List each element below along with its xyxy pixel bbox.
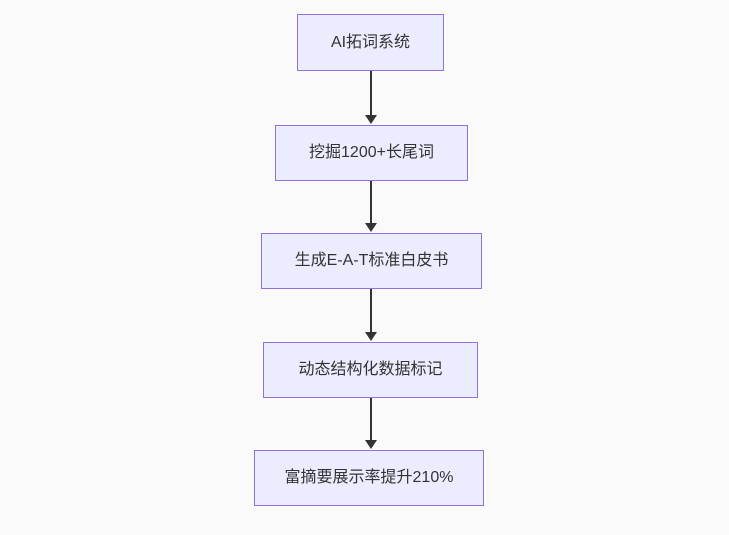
edge-line (370, 289, 372, 332)
flowchart-edge-2 (365, 181, 377, 232)
flowchart-edge-4 (365, 398, 377, 449)
flowchart-edge-3 (365, 289, 377, 341)
node-label: AI拓词系统 (330, 33, 411, 51)
edge-line (370, 398, 372, 440)
edge-line (370, 71, 372, 115)
flowchart-node-step-4: 动态结构化数据标记 (263, 342, 478, 398)
node-label: 动态结构化数据标记 (298, 361, 443, 378)
flowchart-edge-1 (365, 71, 377, 124)
edge-line (370, 181, 372, 223)
flowchart-node-step-2: 挖掘1200+长尾词 (275, 125, 468, 181)
arrowhead-down-icon (365, 440, 377, 449)
flowchart-node-step-3: 生成E-A-T标准白皮书 (261, 233, 482, 289)
arrowhead-down-icon (365, 223, 377, 232)
arrowhead-down-icon (365, 332, 377, 341)
node-label: 挖掘1200+长尾词 (309, 144, 434, 161)
node-label: 生成E-A-T标准白皮书 (294, 252, 449, 269)
arrowhead-down-icon (365, 115, 377, 124)
node-label: 富摘要展示率提升210% (284, 469, 454, 486)
flowchart-node-step-1: AI拓词系统 (297, 14, 444, 71)
flowchart-node-step-5: 富摘要展示率提升210% (254, 450, 484, 506)
